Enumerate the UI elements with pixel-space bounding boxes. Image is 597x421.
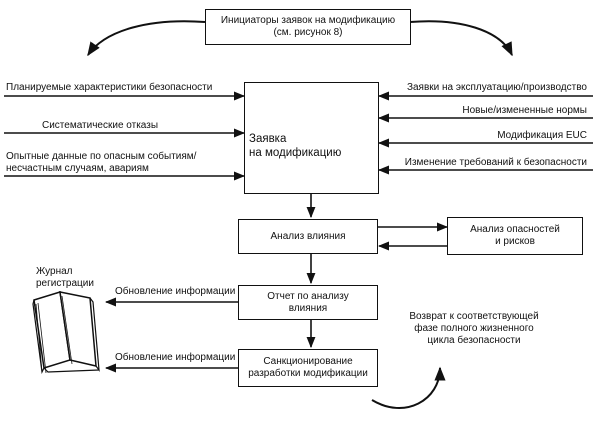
modification-request-box: Заявка на модификацию xyxy=(244,82,379,194)
initiators-box: Инициаторы заявок на модификацию (см. ри… xyxy=(205,9,411,45)
report-line2: влияния xyxy=(288,302,328,314)
input-label-left-3-line2: несчастным случаям, авариям xyxy=(6,163,149,174)
log-line2: регистрации xyxy=(36,278,94,289)
impact-analysis-label: Анализ влияния xyxy=(270,230,346,242)
curve-arrow-left xyxy=(87,20,206,57)
hazard-line2: и рисков xyxy=(495,236,535,247)
sanction-line2: разработки модификации xyxy=(248,368,368,379)
curve-arrow-return xyxy=(371,366,446,410)
main-line2: на модификацию xyxy=(249,147,342,159)
return-line1: Возврат к соответствующей xyxy=(409,311,539,322)
update-label-2: Обновление информации xyxy=(115,352,236,363)
input-label-left-1: Планируемые характеристики безопасности xyxy=(6,82,213,93)
report-line1: Отчет по анализу xyxy=(267,290,349,302)
input-label-right-3: Модификация EUC xyxy=(497,130,587,141)
initiators-line2: (см. рисунок 8) xyxy=(273,27,343,38)
hazard-analysis-box: Анализ опасностей и рисков xyxy=(447,217,583,255)
input-label-right-4: Изменение требований к безопасности xyxy=(404,157,587,168)
log-line1: Журнал xyxy=(36,266,73,277)
return-line3: цикла безопасности xyxy=(427,335,521,346)
logbook-icon xyxy=(32,291,100,375)
update-label-1: Обновление информации xyxy=(115,286,236,297)
log-label: Журнал регистрации xyxy=(36,266,106,290)
curve-arrow-right xyxy=(409,20,513,57)
input-label-left-3: Опытные данные по опасным событиям/ несч… xyxy=(6,151,236,175)
sanction-line1: Санкционирование xyxy=(263,356,353,367)
sanction-box: Санкционирование разработки модификации xyxy=(238,349,378,387)
initiators-line1: Инициаторы заявок на модификацию xyxy=(220,15,396,26)
return-line2: фазе полного жизненного xyxy=(414,323,534,334)
return-note: Возврат к соответствующей фазе полного ж… xyxy=(394,311,554,347)
input-label-left-3-line1: Опытные данные по опасным событиям/ xyxy=(6,151,197,162)
input-label-left-2: Систематические отказы xyxy=(42,120,159,131)
impact-report-box: Отчет по анализу влияния xyxy=(238,285,378,320)
impact-analysis-box: Анализ влияния xyxy=(238,219,378,254)
hazard-line1: Анализ опасностей xyxy=(470,224,560,235)
main-line1: Заявка xyxy=(249,133,287,145)
input-label-right-2: Новые/измененные нормы xyxy=(462,105,587,116)
input-label-right-1: Заявки на эксплуатацию/производство xyxy=(406,82,587,93)
